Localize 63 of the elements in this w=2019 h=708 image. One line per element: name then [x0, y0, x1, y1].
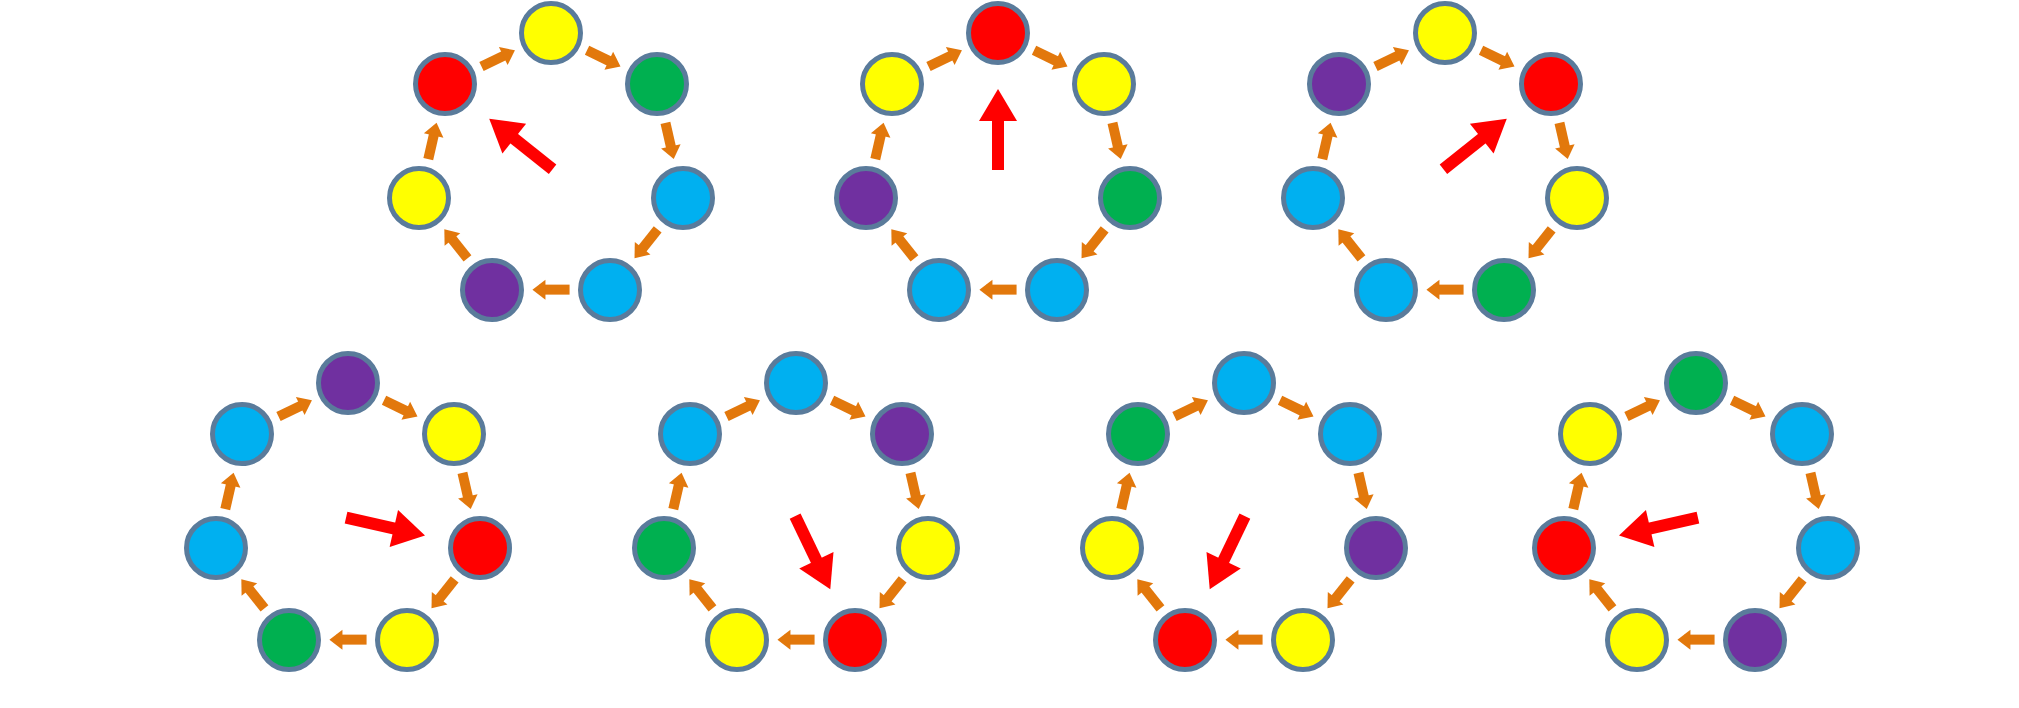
arrow	[724, 397, 760, 421]
pointer-arrow	[1619, 509, 1700, 547]
arrow	[660, 121, 681, 160]
pointer-arrow	[1439, 118, 1507, 174]
arrow	[1528, 226, 1556, 259]
arrow	[1779, 576, 1807, 609]
arrow	[1677, 629, 1715, 650]
circle-node	[1664, 351, 1728, 415]
arrow	[276, 397, 312, 421]
circle-node	[1212, 351, 1276, 415]
arrow	[423, 122, 444, 161]
arrow	[891, 229, 919, 262]
arrow	[329, 629, 367, 650]
arrow	[1116, 472, 1137, 511]
arrow	[1554, 121, 1575, 160]
arrow	[829, 395, 866, 420]
arrow	[1338, 229, 1366, 262]
arrow	[1277, 395, 1314, 420]
arrow	[532, 279, 570, 300]
arrow	[1327, 576, 1355, 609]
arrow	[926, 47, 962, 71]
pointer-arrow	[489, 118, 557, 174]
arrow	[1081, 226, 1109, 259]
arrow	[479, 47, 515, 71]
arrow	[1031, 45, 1068, 70]
arrow	[241, 579, 269, 612]
arrow	[1225, 629, 1263, 650]
arrow	[444, 229, 472, 262]
arrow	[1107, 121, 1128, 160]
arrow	[457, 471, 478, 510]
circle-node	[1413, 1, 1477, 65]
circle-node	[966, 1, 1030, 65]
arrow	[689, 579, 717, 612]
arrow	[1478, 45, 1515, 70]
arrow	[1373, 47, 1409, 71]
pointer-arrow	[979, 89, 1017, 170]
arrow	[777, 629, 815, 650]
arrow	[870, 122, 891, 161]
arrow	[1137, 579, 1165, 612]
pointer-arrow	[344, 509, 425, 547]
arrow	[879, 576, 907, 609]
arrow	[381, 395, 418, 420]
arrow	[584, 45, 621, 70]
arrow	[668, 472, 689, 511]
arrow	[1568, 472, 1589, 511]
arrow	[1805, 471, 1826, 510]
arrow	[905, 471, 926, 510]
circle-node	[519, 1, 583, 65]
pointer-arrow	[789, 513, 834, 590]
arrow	[1317, 122, 1338, 161]
circle-node	[764, 351, 828, 415]
arrow	[1426, 279, 1464, 300]
pointer-arrow	[1206, 513, 1251, 590]
arrow	[634, 226, 662, 259]
arrow	[220, 472, 241, 511]
arrow	[1589, 579, 1617, 612]
arrow	[431, 576, 459, 609]
arrow	[1624, 397, 1660, 421]
arrow	[979, 279, 1017, 300]
arrow	[1353, 471, 1374, 510]
arrow	[1729, 395, 1766, 420]
circle-node	[316, 351, 380, 415]
arrow	[1172, 397, 1208, 421]
